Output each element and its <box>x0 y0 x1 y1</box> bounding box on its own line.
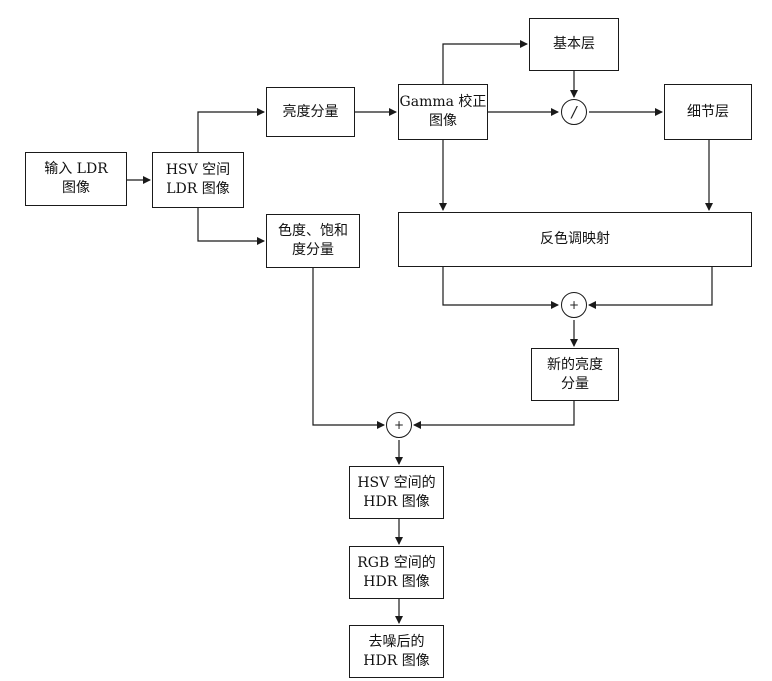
gamma-label: Gamma 校正 图像 <box>399 94 487 129</box>
hsv-ldr-label: HSV 空间 LDR 图像 <box>165 162 231 197</box>
add-detail-symbol: + <box>568 298 580 312</box>
base-layer-box: 基本层 <box>529 18 619 71</box>
divide-operator: / <box>561 99 587 125</box>
input-ldr-label: 输入 LDR 图像 <box>44 161 108 196</box>
edge-newlum-to-merge <box>413 401 575 429</box>
luminance-box: 亮度分量 <box>266 87 355 137</box>
add-detail-operator: + <box>561 292 587 318</box>
edge-itm-right-to-add <box>588 267 713 309</box>
edge-chroma-to-merge <box>312 268 385 429</box>
divide-symbol: / <box>571 103 577 121</box>
denoised-hdr-label: 去噪后的 HDR 图像 <box>363 633 430 669</box>
merge-operator: + <box>386 412 412 438</box>
edge-itm-left-to-add <box>442 267 559 309</box>
inverse-tone-map-box: 反色调映射 <box>398 212 752 267</box>
detail-layer-box: 细节层 <box>664 84 752 140</box>
chroma-saturation-label: 色度、饱和 度分量 <box>278 223 348 258</box>
rgb-hdr-label: RGB 空间的 HDR 图像 <box>357 554 436 590</box>
denoised-hdr-box: 去噪后的 HDR 图像 <box>349 625 444 678</box>
edge-gamma-to-base <box>442 40 528 84</box>
input-ldr-box: 输入 LDR 图像 <box>25 152 127 206</box>
hsv-ldr-box: HSV 空间 LDR 图像 <box>152 152 244 208</box>
edge-hsv-to-luminance <box>197 108 265 152</box>
chroma-saturation-box: 色度、饱和 度分量 <box>266 214 360 268</box>
rgb-hdr-box: RGB 空间的 HDR 图像 <box>349 546 444 599</box>
edge-hsv-to-chroma <box>197 208 265 245</box>
inverse-tone-map-label: 反色调映射 <box>540 231 610 247</box>
luminance-label: 亮度分量 <box>282 103 339 120</box>
hsv-hdr-label: HSV 空间的 HDR 图像 <box>357 474 436 510</box>
merge-symbol: + <box>393 418 405 432</box>
detail-layer-label: 细节层 <box>687 103 729 120</box>
gamma-box: Gamma 校正 图像 <box>398 84 488 140</box>
new-luminance-box: 新的亮度 分量 <box>531 348 619 401</box>
hsv-hdr-box: HSV 空间的 HDR 图像 <box>349 466 444 519</box>
base-layer-label: 基本层 <box>553 36 595 52</box>
new-luminance-label: 新的亮度 分量 <box>547 356 603 392</box>
